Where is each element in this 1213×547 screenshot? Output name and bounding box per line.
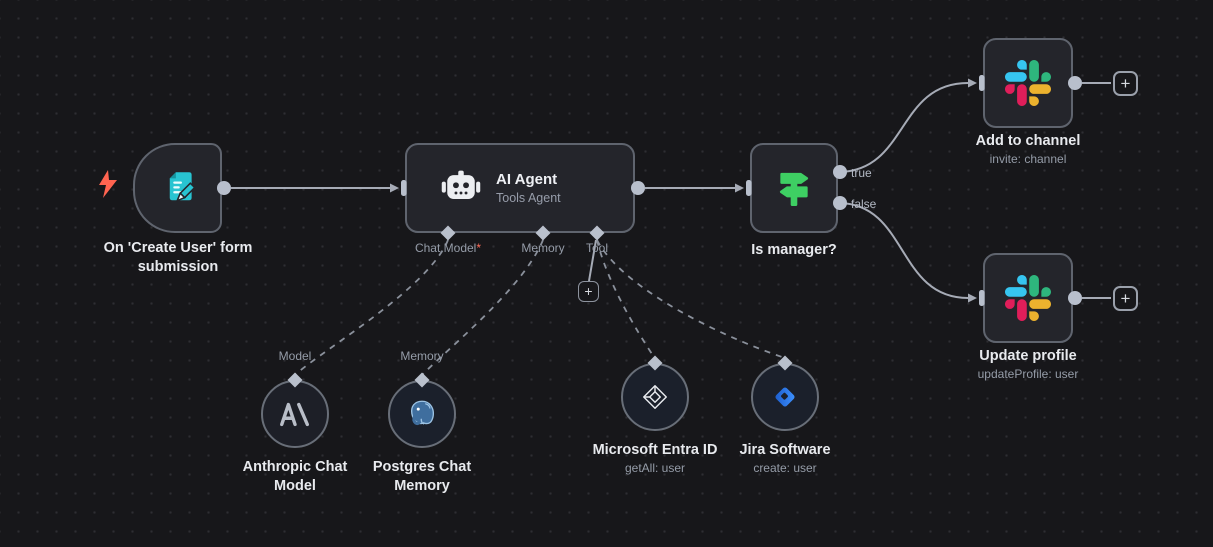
branch-true-label: true	[851, 166, 872, 180]
signpost-icon	[779, 172, 809, 206]
input-port-slack-add[interactable]	[979, 75, 985, 91]
output-port-trigger[interactable]	[217, 181, 231, 195]
robot-icon	[441, 170, 481, 199]
port-anthropic[interactable]	[287, 372, 303, 388]
node-postgres-chat-memory[interactable]	[388, 380, 456, 448]
entra-logo-icon	[643, 385, 667, 409]
branch-false-label: false	[851, 197, 877, 211]
slack-update-label: Update profile	[979, 348, 1077, 364]
slack-add-operation: invite: channel	[989, 152, 1067, 166]
port-label-tool: Tool	[585, 241, 608, 255]
anthropic-logo-icon	[280, 402, 309, 427]
port-postgres[interactable]	[414, 372, 430, 388]
add-node-button-top[interactable]: +	[1113, 71, 1138, 96]
trigger-bolt-icon	[99, 170, 117, 198]
edge-if-false-to-slack-update[interactable]	[839, 202, 969, 299]
ai-agent-subtitle: Tools Agent	[496, 191, 561, 205]
node-slack-add-to-channel[interactable]	[983, 38, 1073, 128]
port-agent-chat-model[interactable]	[440, 225, 456, 241]
jira-logo-icon	[775, 387, 795, 407]
node-jira-software[interactable]	[751, 363, 819, 431]
port-entra[interactable]	[647, 355, 663, 371]
form-trigger-label: On 'Create User' form submission	[103, 240, 253, 275]
anthropic-label: Anthropic Chat Model	[242, 459, 348, 494]
port-agent-tool[interactable]	[589, 225, 605, 241]
edge-if-true-to-slack-add[interactable]	[839, 82, 969, 173]
add-tool-button[interactable]: +	[578, 281, 599, 302]
node-slack-update-profile[interactable]	[983, 253, 1073, 343]
postgres-port-label: Memory	[400, 349, 444, 363]
input-port-if[interactable]	[746, 180, 752, 196]
anthropic-port-label: Model	[278, 349, 312, 363]
edge-tool-to-jira[interactable]	[596, 239, 783, 358]
edge-tool-to-plus[interactable]	[588, 239, 597, 282]
required-asterisk: *	[476, 241, 482, 255]
postgres-label: Postgres Chat Memory	[372, 459, 472, 494]
output-port-if-false[interactable]	[833, 196, 847, 210]
port-jira[interactable]	[777, 355, 793, 371]
node-form-trigger[interactable]	[133, 143, 222, 233]
entra-label: Microsoft Entra ID	[592, 442, 718, 458]
output-port-slack-add[interactable]	[1068, 76, 1082, 90]
output-port-agent[interactable]	[631, 181, 645, 195]
arrow-into-slack-update	[968, 293, 977, 303]
form-icon	[169, 172, 196, 203]
output-port-if-true[interactable]	[833, 165, 847, 179]
port-label-chat-model: Chat Model*	[414, 241, 482, 255]
arrow-into-slack-add	[968, 78, 977, 88]
slack-update-operation: updateProfile: user	[977, 367, 1079, 381]
node-ai-agent[interactable]: AI Agent Tools Agent	[405, 143, 635, 233]
slack-add-label: Add to channel	[975, 133, 1081, 149]
entra-operation: getAll: user	[624, 461, 686, 475]
node-is-manager[interactable]	[750, 143, 838, 233]
postgres-logo-icon	[411, 400, 435, 426]
output-port-slack-update[interactable]	[1068, 291, 1082, 305]
arrow-into-if	[735, 183, 744, 193]
port-agent-memory[interactable]	[535, 225, 551, 241]
arrow-into-agent	[390, 183, 399, 193]
is-manager-label: Is manager?	[751, 242, 837, 258]
port-label-memory: Memory	[521, 241, 565, 255]
jira-label: Jira Software	[739, 442, 831, 458]
node-anthropic-chat-model[interactable]	[261, 380, 329, 448]
add-node-button-bottom[interactable]: +	[1113, 286, 1138, 311]
jira-operation: create: user	[753, 461, 817, 475]
input-port-agent[interactable]	[401, 180, 407, 196]
node-microsoft-entra-id[interactable]	[621, 363, 689, 431]
input-port-slack-update[interactable]	[979, 290, 985, 306]
slack-icon	[1005, 60, 1051, 106]
ai-agent-title: AI Agent	[496, 171, 558, 188]
slack-icon	[1005, 275, 1051, 321]
edge-tool-to-entra[interactable]	[596, 239, 655, 358]
edge-chatmodel-to-anthropic[interactable]	[295, 239, 449, 375]
